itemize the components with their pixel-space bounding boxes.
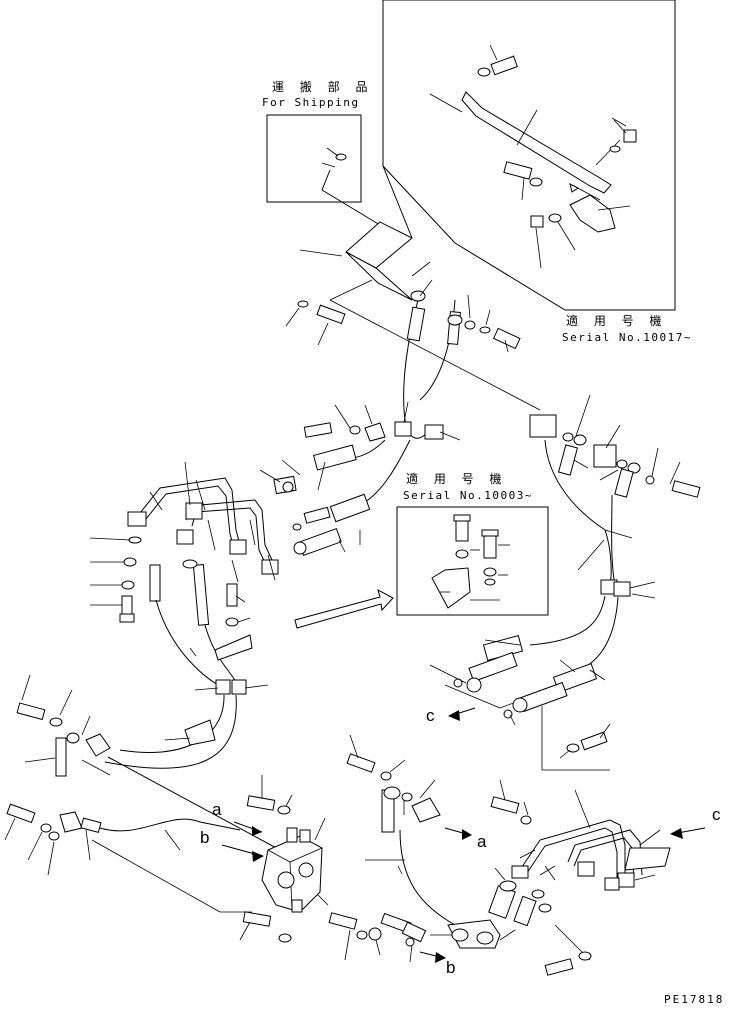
- bolt-washer-left: [285, 300, 346, 346]
- callout-c-right: c: [712, 805, 721, 824]
- right-lower-assembly: [328, 734, 671, 976]
- right-mid-fittings: [429, 635, 611, 771]
- callout-b-left: b: [200, 828, 210, 847]
- inset-bolt-group: [503, 161, 631, 269]
- inset-frame-serial-10003: [396, 506, 549, 616]
- shipping-box: [266, 114, 362, 203]
- left-bottom-fittings: [4, 674, 283, 913]
- shipping-label-jp: 運 搬 部 品: [272, 80, 374, 94]
- callout-a-right: a: [477, 832, 487, 851]
- main-bracket: [299, 165, 541, 411]
- callout-b-bottom: b: [446, 958, 456, 977]
- callout-arrows: [221, 589, 706, 963]
- serial-10003-label-jp: 適 用 号 機: [406, 472, 508, 486]
- callout-c-mid: c: [426, 706, 435, 725]
- upper-hose-group: [403, 279, 521, 439]
- inset-frame-serial-10017: [382, 0, 676, 311]
- serial-10017-label-jp: 適 用 号 機: [566, 314, 668, 328]
- serial-10017-label-en: Serial No.10017~: [562, 331, 692, 344]
- valve-block: [239, 775, 329, 943]
- shipping-bracket: [321, 147, 381, 226]
- left-hoses: [89, 536, 269, 769]
- right-upper-hoses: [529, 394, 701, 671]
- callout-a-left: a: [212, 800, 222, 819]
- mid-fitting-chain: [259, 401, 461, 557]
- drawing-code: PE17818: [664, 993, 725, 1006]
- inset-10003-contents: [431, 514, 510, 609]
- inset-rod: [429, 44, 637, 194]
- shipping-label-en: For Shipping: [262, 96, 360, 109]
- serial-10003-label-en: Serial No.10003~: [403, 489, 533, 502]
- left-pipes: [127, 461, 279, 583]
